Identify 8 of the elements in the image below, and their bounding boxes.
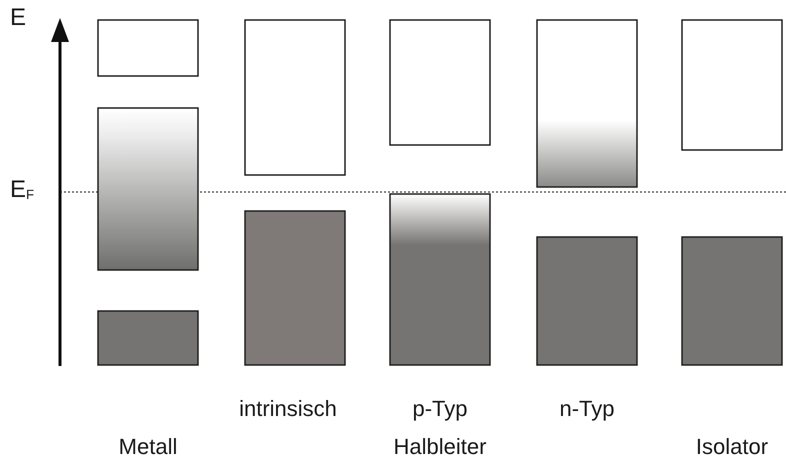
axis-label: Halbleiter [394,436,486,458]
axis-label: E$_{F}$ [10,178,34,202]
axis-label: intrinsisch [239,398,337,420]
axis-label: Isolator [696,436,768,458]
axis-label: p-Typ [412,398,468,420]
axis-label: Metall [118,436,178,458]
axis-label: n-Typ [559,398,615,420]
axis-label: E [10,6,26,30]
